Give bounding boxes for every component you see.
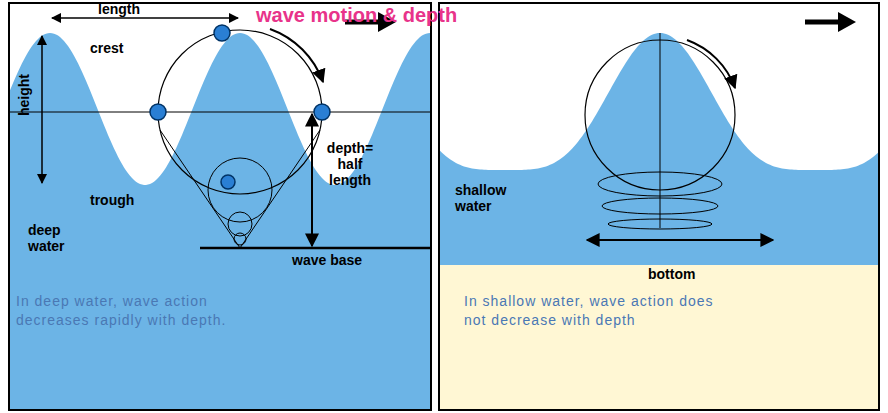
deep-water-body [10,33,430,410]
direction-arrowhead [838,12,856,32]
orbit-direction-arrow [687,40,735,88]
orbit-taper [160,130,240,248]
dimension-label: length [98,1,140,17]
sea-bottom [439,265,879,410]
note-text: In deep water, wave action decreases rap… [16,292,241,330]
part-label: trough [90,192,134,208]
diagram-title: wave motion & depth [256,3,457,27]
wave-base-line [200,247,430,250]
orbit-ellipse [598,172,722,196]
orbit-small [228,212,252,236]
orbit-tiny [234,233,246,245]
left-panel [9,3,431,410]
length-arrow [52,17,238,19]
region-label: shallow water [455,182,517,214]
note-text: In shallow water, wave action does not d… [464,292,714,330]
direction-arrow [805,20,840,25]
orbit-axis [660,33,661,228]
water-particle [150,104,166,120]
still-water-line [10,112,430,113]
water-particle [221,175,235,189]
dimension-label: height [16,74,32,116]
orbit-taper [240,130,320,248]
panel-border [9,3,431,410]
bottom-motion-arrow [587,239,773,241]
orbit-ellipse [608,219,712,229]
orbit-large [158,30,322,194]
dimension-label: depth= half length [320,140,380,188]
part-label: bottom [648,266,695,282]
height-arrow [41,36,43,183]
water-particle [314,104,330,120]
part-label: crest [90,40,123,56]
region-label: deep water [28,222,80,254]
water-particle [214,25,230,41]
depth-arrow [311,114,313,246]
orbit-direction-arrow [270,29,323,82]
panel-border [439,3,879,410]
orbit-ellipse [602,198,718,214]
shallow-water-body [440,33,878,265]
right-panel [439,3,879,410]
part-label: wave base [292,252,362,268]
